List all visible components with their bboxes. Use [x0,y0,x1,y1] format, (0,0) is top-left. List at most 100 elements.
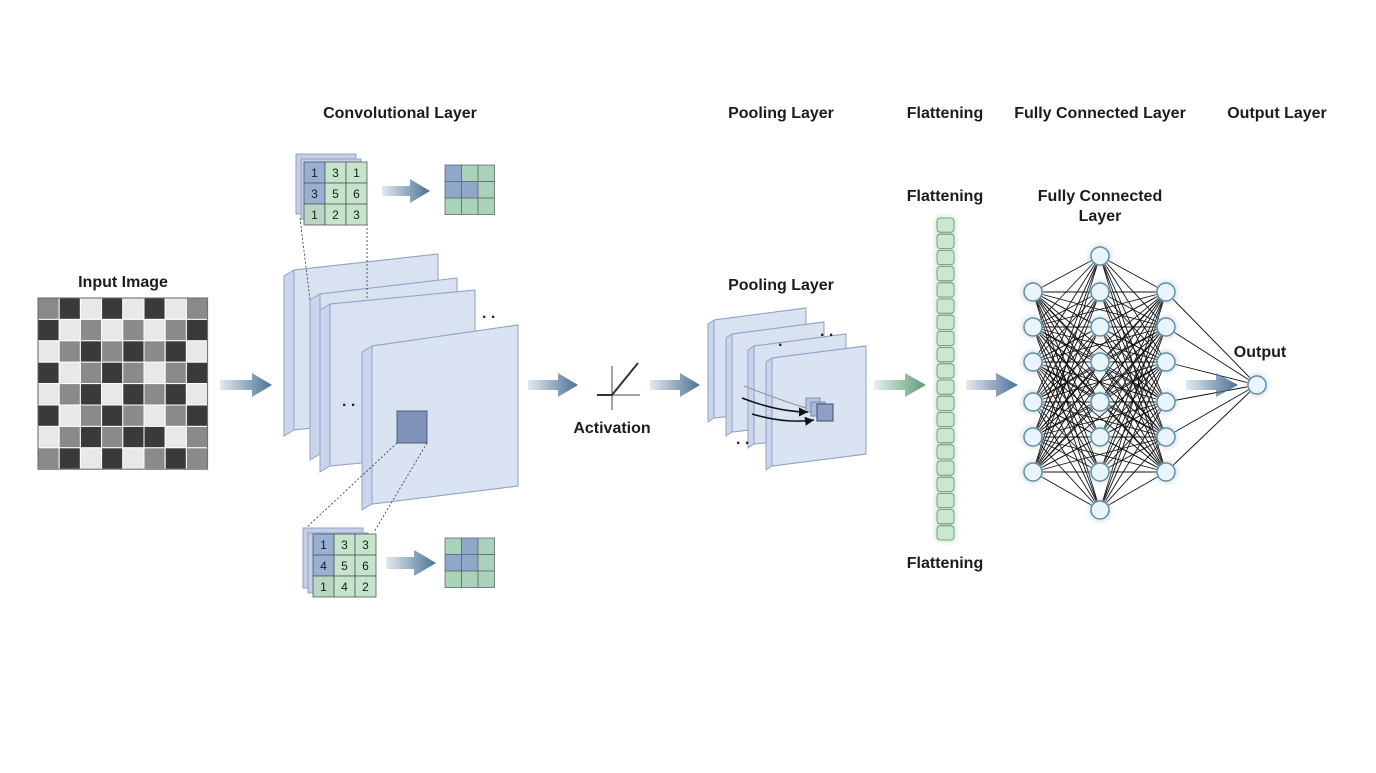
input-pixel [79,318,103,342]
output-cell [477,181,495,199]
network-node [1156,317,1176,337]
output-cell [444,537,462,555]
input-pixel [37,318,60,342]
output-cell [461,570,479,588]
arrow-kernel-bottom [386,550,436,576]
kernel-value: 6 [362,559,369,573]
flatten-cell [936,428,955,444]
input-pixel [58,425,81,449]
input-pixel [122,425,145,449]
network-node [1023,462,1043,482]
input-pixel [37,340,60,363]
input-pixel [143,340,166,363]
pool-ellipsis-bottom: . . [736,431,749,448]
input-pixel [37,361,60,385]
input-pixel [79,340,103,363]
input-pixel [37,425,60,449]
input-pixel [185,361,209,385]
arrow-input-to-conv [220,373,272,397]
input-pixel [101,404,124,427]
kernel-value: 3 [341,538,348,552]
network-node [1090,282,1110,302]
input-pixel [164,383,187,406]
input-pixel [101,318,124,342]
flatten-cell [936,525,955,541]
input-pixel [37,383,60,406]
flatten-cell [936,217,955,233]
input-pixel [143,447,166,470]
input-pixel [58,318,81,342]
flatten-cell [936,395,955,411]
network-node [1090,427,1110,447]
header-fully-connected-layer: Fully Connected Layer [1014,105,1186,122]
kernel-value: 1 [320,538,327,552]
network-node [1090,392,1110,412]
output-cell [444,570,462,588]
output-node [1247,375,1267,395]
flatten-cell [936,379,955,395]
kernel-cell [345,203,368,226]
output-cell [461,197,479,215]
kernel-value: 1 [311,208,318,222]
flatten-cell [936,492,955,508]
input-pixel [185,404,209,427]
flatten-cell [936,298,955,314]
input-pixel [79,297,103,320]
kernel-value: 6 [353,187,360,201]
network-node [1023,427,1043,447]
activation-relu-icon [597,362,640,410]
feature-output-bottom [444,537,495,588]
input-pixel [122,318,145,342]
input-pixel [122,447,145,470]
output-cell [477,537,495,555]
input-pixel [58,297,81,320]
flatten-cell [936,411,955,427]
input-pixel [185,340,209,363]
network-node [1156,462,1176,482]
fc-label-line2: Layer [1079,208,1122,225]
output-cell [477,570,495,588]
input-pixel [101,383,124,406]
kernel-value: 4 [320,559,327,573]
kernel-cell [354,575,377,598]
input-pixel [122,340,145,363]
input-pixel [122,297,145,320]
kernel-value: 2 [362,580,369,594]
header-output-layer: Output Layer [1227,105,1327,122]
output-cell [461,537,479,555]
flatten-cell [936,330,955,346]
input-pixel [58,404,81,427]
ellipsis-middle: . . [342,393,355,410]
input-pixel [58,361,81,385]
input-pixel [101,340,124,363]
flatten-cell [936,347,955,363]
network-node [1090,317,1110,337]
output-cell [461,181,479,199]
output-cell [444,197,462,215]
input-pixel [37,297,60,320]
kernel-value: 3 [311,187,318,201]
flatten-cell [936,460,955,476]
receptive-field-patch [396,410,428,444]
kernel-value: 1 [320,580,327,594]
input-pixel [79,447,103,470]
network-node [1090,462,1110,482]
header-flattening: Flattening [907,105,983,122]
network-node [1156,392,1176,412]
input-pixel [143,425,166,449]
input-pixel [164,361,187,385]
pooling-layer-label: Pooling Layer [728,277,834,294]
flatten-vector [936,217,955,541]
fc-label-line1: Fully Connected [1038,188,1162,205]
output-cell [461,164,479,182]
input-pixel [143,361,166,385]
input-pixel [164,425,187,449]
header-pooling-layer: Pooling Layer [728,105,834,122]
input-pixel [164,318,187,342]
input-pixel [79,383,103,406]
pooling-feature-maps: . . . . . [707,307,867,471]
flatten-cell [936,314,955,330]
input-pixel [122,361,145,385]
